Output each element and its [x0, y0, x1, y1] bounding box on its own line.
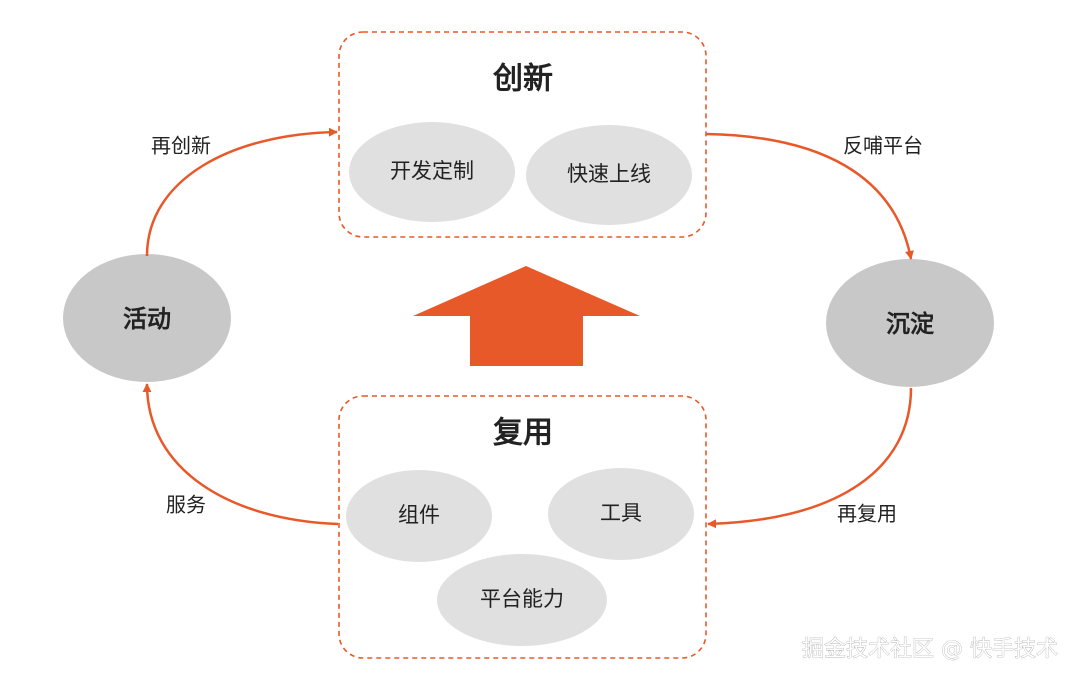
arrow-reuse-again	[707, 387, 913, 529]
node-activity-label: 活动	[123, 305, 171, 333]
edge-label-reuse-again: 再复用	[837, 502, 897, 526]
arrow-reinnovate	[145, 127, 338, 257]
node-settle-label: 沉淀	[886, 310, 935, 338]
reuse-title: 复用	[493, 416, 553, 451]
pill-fast-launch-label: 快速上线	[567, 162, 651, 186]
pill-tool	[548, 468, 694, 560]
watermark: 掘金技术社区 @ 快手技术	[802, 637, 1058, 662]
reuse-box	[338, 395, 707, 659]
arrow-service	[142, 383, 339, 526]
pill-platform-capability	[437, 554, 607, 646]
innovation-title: 创新	[492, 62, 553, 97]
pill-fast-launch	[526, 125, 692, 225]
pill-custom-dev	[349, 122, 515, 222]
node-settle	[826, 259, 994, 387]
pill-component	[346, 470, 492, 562]
pill-custom-dev-label: 开发定制	[390, 159, 474, 183]
pill-tool-label: 工具	[600, 501, 642, 525]
pill-platform-capability-label: 平台能力	[480, 587, 564, 611]
pill-component-label: 组件	[398, 503, 440, 527]
center-up-arrow	[413, 266, 640, 366]
edge-label-reinnovate: 再创新	[151, 134, 211, 158]
node-activity	[63, 254, 231, 382]
arrow-feedback	[705, 132, 914, 260]
edge-label-service: 服务	[166, 493, 206, 517]
edge-label-feedback: 反哺平台	[843, 134, 923, 158]
